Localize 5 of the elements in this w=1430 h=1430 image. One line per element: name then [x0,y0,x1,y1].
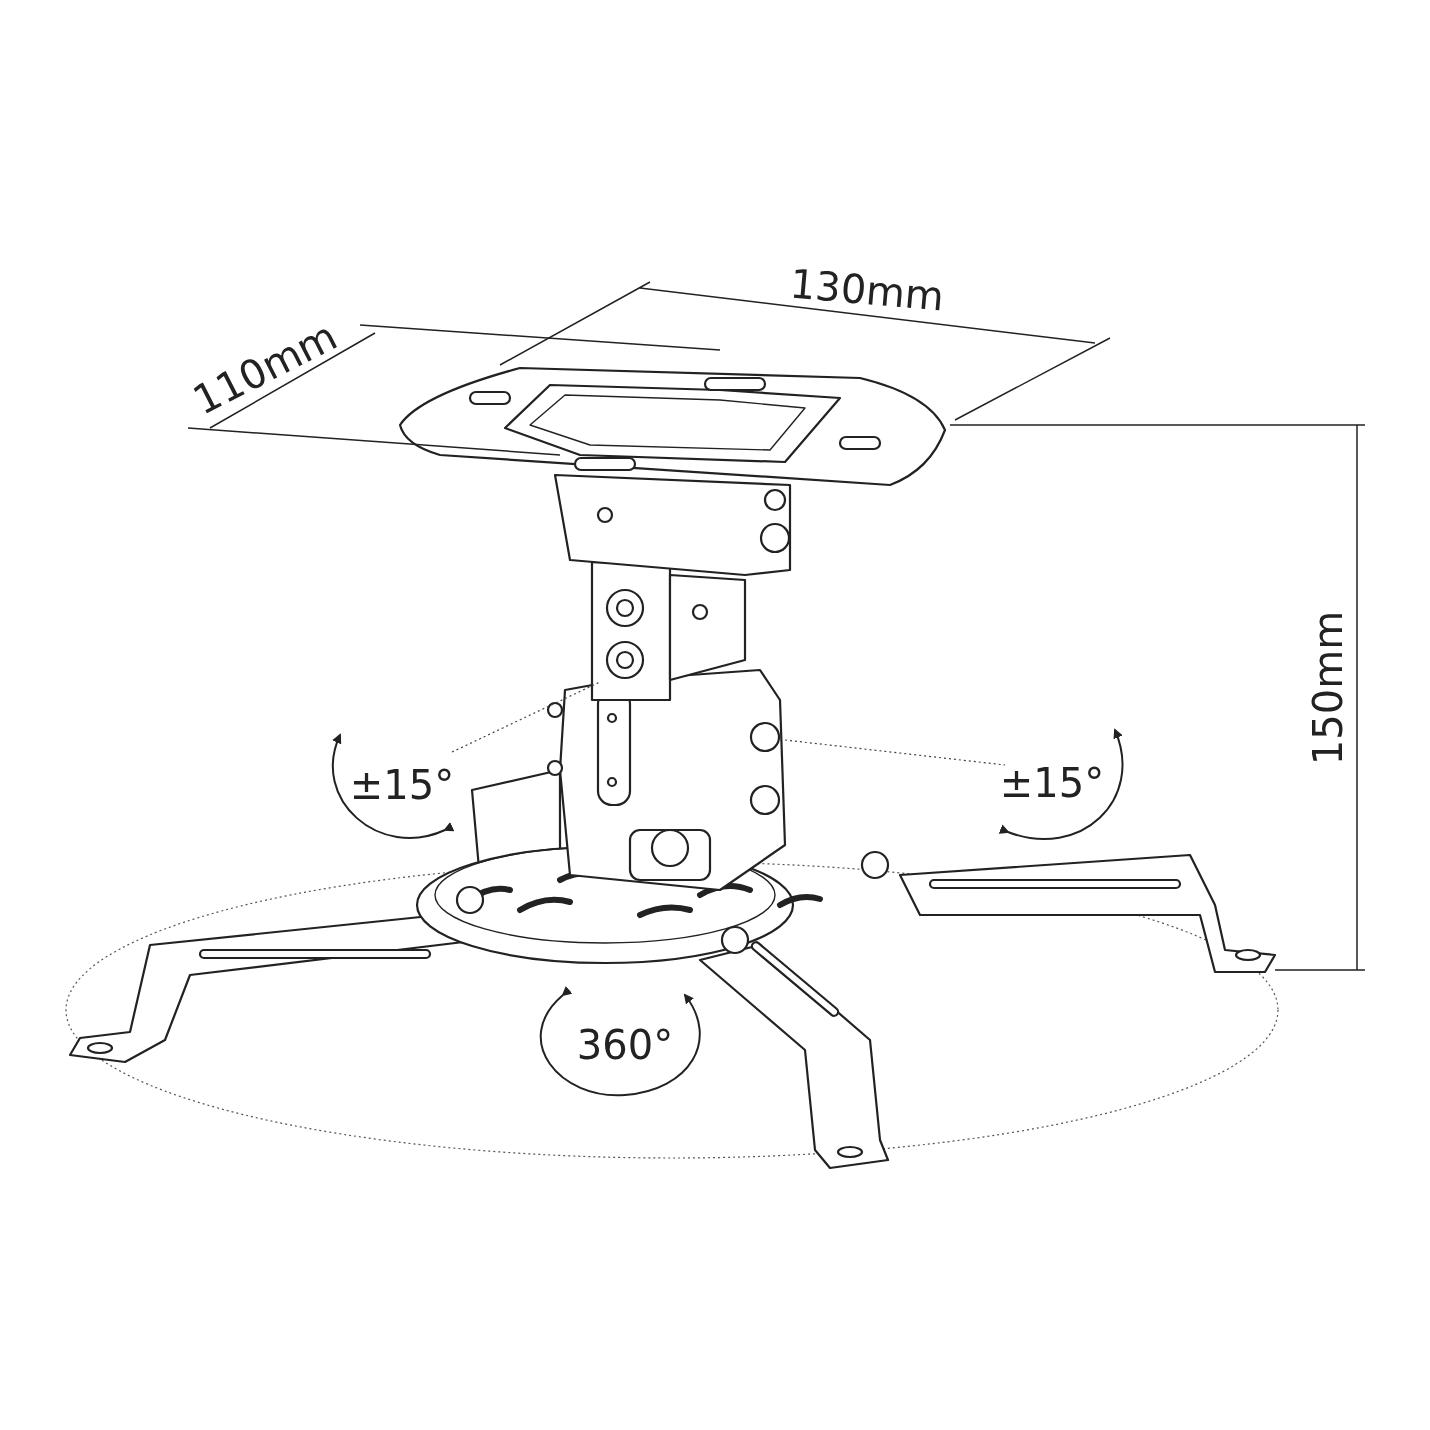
dimension-label: 130mm [788,263,946,317]
angle-label: ±15° [349,765,455,805]
dimension-label: 150mm [1308,610,1348,766]
angle-label: ±15° [999,763,1105,803]
angle-label: 360° [576,1025,674,1065]
